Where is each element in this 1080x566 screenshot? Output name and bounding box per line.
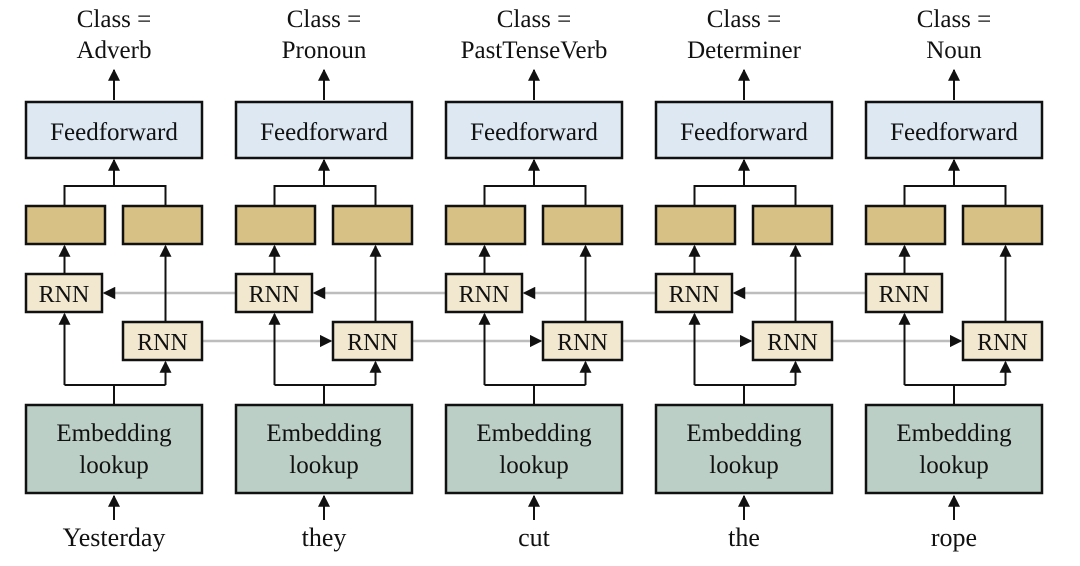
forward-rnn-box	[541, 320, 624, 362]
forward-rnn-label: RNN	[767, 330, 818, 356]
forward-rnn-box	[121, 320, 204, 362]
feedforward-label: Feedforward	[680, 119, 808, 146]
forward-rnn-box	[751, 320, 834, 362]
forward-rnn-box	[961, 320, 1044, 362]
state-join-connector	[693, 185, 797, 206]
class-label-value: Determiner	[687, 37, 802, 64]
backward-rnn-label: RNN	[669, 282, 720, 308]
forward-rnn-label: RNN	[137, 330, 188, 356]
class-label-value: Noun	[926, 37, 982, 64]
embedding-label-line1: Embedding	[476, 420, 592, 447]
forward-rnn-label: RNN	[977, 330, 1028, 356]
embedding-label-line1: Embedding	[896, 420, 1012, 447]
feedforward-label: Feedforward	[470, 119, 598, 146]
embedding-label-line2: lookup	[709, 452, 778, 479]
input-word: rope	[931, 523, 977, 552]
forward-rnn-box	[331, 320, 414, 362]
backward-rnn-box	[864, 272, 944, 314]
embedding-label-line1: Embedding	[686, 420, 802, 447]
feedforward-box	[444, 100, 624, 160]
embedding-box	[444, 403, 624, 495]
class-label-prefix: Class =	[707, 6, 782, 33]
embedding-label-line1: Embedding	[266, 420, 382, 447]
backward-rnn-box	[444, 272, 524, 314]
input-word: the	[728, 523, 760, 552]
class-label-prefix: Class =	[917, 6, 992, 33]
forward-rnn-label: RNN	[557, 330, 608, 356]
class-label-value: Pronoun	[282, 37, 367, 64]
state-join-connector	[483, 185, 587, 206]
state-join-connector	[273, 185, 377, 206]
feedforward-box	[234, 100, 414, 160]
embedding-label-line2: lookup	[289, 452, 358, 479]
forward-state-box	[751, 204, 834, 246]
feedforward-label: Feedforward	[50, 119, 178, 146]
state-join-connector	[903, 185, 1007, 206]
class-label-prefix: Class =	[77, 6, 152, 33]
forward-state-box	[541, 204, 624, 246]
input-word: they	[302, 523, 347, 552]
embedding-box	[654, 403, 834, 495]
backward-rnn-box	[24, 272, 104, 314]
embedding-label-line2: lookup	[79, 452, 148, 479]
input-word: Yesterday	[63, 523, 166, 552]
backward-state-box	[234, 204, 317, 246]
backward-state-box	[24, 204, 107, 246]
forward-state-box	[961, 204, 1044, 246]
forward-state-box	[331, 204, 414, 246]
feedforward-box	[24, 100, 204, 160]
backward-state-box	[864, 204, 947, 246]
input-word: cut	[518, 523, 551, 552]
feedforward-box	[654, 100, 834, 160]
embedding-label-line2: lookup	[499, 452, 568, 479]
backward-rnn-label: RNN	[879, 282, 930, 308]
embedding-box	[24, 403, 204, 495]
class-label-value: Adverb	[77, 37, 152, 64]
embedding-box	[234, 403, 414, 495]
feedforward-label: Feedforward	[260, 119, 388, 146]
backward-state-box	[444, 204, 527, 246]
backward-rnn-label: RNN	[459, 282, 510, 308]
feedforward-box	[864, 100, 1044, 160]
state-join-connector	[63, 185, 167, 206]
recurrent-connections	[102, 286, 963, 348]
backward-rnn-label: RNN	[39, 282, 90, 308]
backward-rnn-box	[654, 272, 734, 314]
embedding-label-line1: Embedding	[56, 420, 172, 447]
backward-rnn-label: RNN	[249, 282, 300, 308]
embedding-box	[864, 403, 1044, 495]
embedding-label-line2: lookup	[919, 452, 988, 479]
feedforward-label: Feedforward	[890, 119, 1018, 146]
forward-state-box	[121, 204, 204, 246]
backward-rnn-box	[234, 272, 314, 314]
class-label-value: PastTenseVerb	[461, 37, 608, 64]
class-label-prefix: Class =	[497, 6, 572, 33]
backward-state-box	[654, 204, 737, 246]
class-label-prefix: Class =	[287, 6, 362, 33]
forward-rnn-label: RNN	[347, 330, 398, 356]
